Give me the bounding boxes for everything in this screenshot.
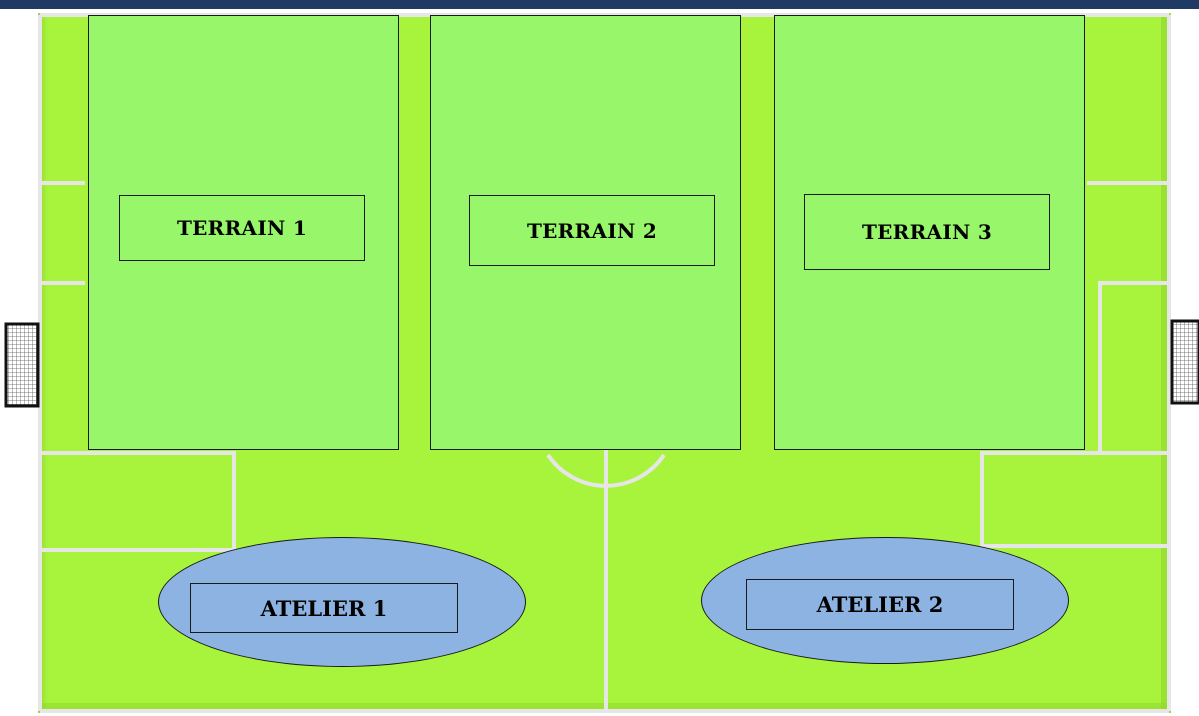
terrain-2-zone — [430, 15, 741, 450]
header-bar — [0, 0, 1199, 9]
terrain-3-label: TERRAIN 3 — [804, 194, 1050, 270]
atelier-2-zone — [701, 537, 1069, 664]
terrain-1-zone — [88, 15, 399, 450]
atelier-1-zone — [158, 537, 526, 667]
goal-right-icon — [1170, 319, 1199, 405]
terrain-1-label: TERRAIN 1 — [119, 195, 365, 261]
terrain-2-label: TERRAIN 2 — [469, 195, 715, 266]
center-circle — [546, 453, 666, 488]
goal-left-icon — [4, 322, 40, 408]
atelier-1-label: ATELIER 1 — [190, 583, 458, 633]
terrain-3-zone — [774, 15, 1085, 450]
atelier-2-label: ATELIER 2 — [746, 579, 1014, 630]
